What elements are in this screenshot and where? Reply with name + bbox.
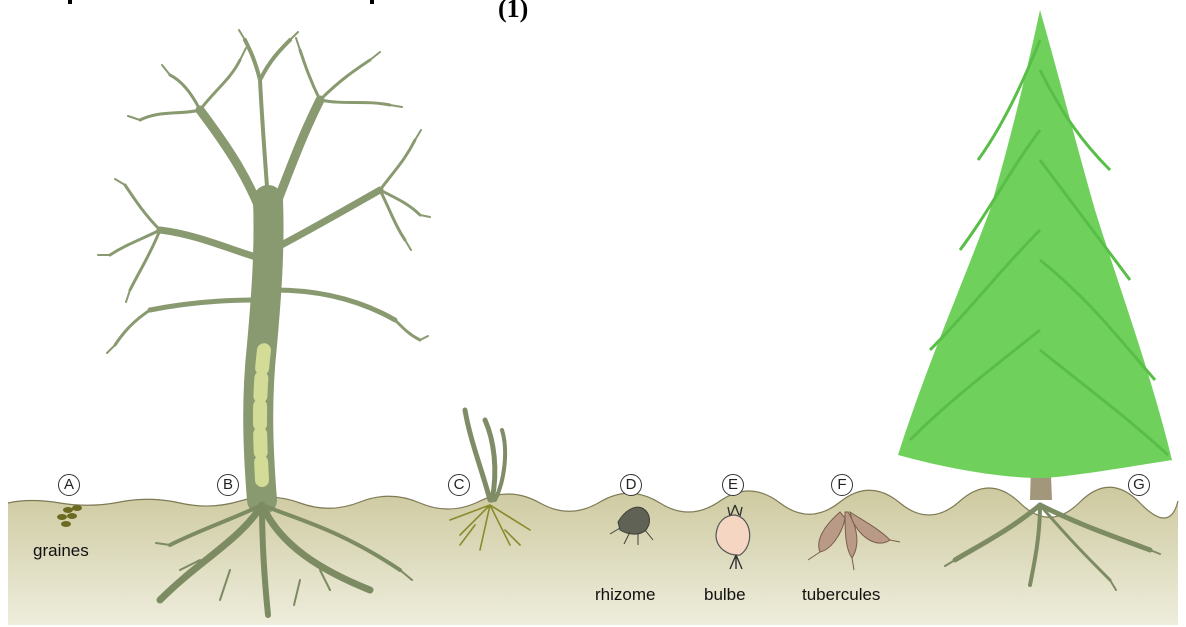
conifer-tree-icon [898, 10, 1172, 500]
deciduous-tree-icon [98, 30, 430, 500]
marker-b: B [217, 474, 239, 496]
caption-tubers: tubercules [802, 585, 880, 605]
caption-rhizome: rhizome [595, 585, 655, 605]
soil-layer [8, 487, 1178, 625]
marker-d: D [620, 474, 642, 496]
marker-f: F [831, 474, 853, 496]
caption-bulb: bulbe [704, 585, 746, 605]
marker-c: C [448, 474, 470, 496]
marker-g: G [1128, 474, 1150, 496]
marker-a: A [58, 474, 80, 496]
caption-seeds: graines [33, 541, 89, 561]
marker-e: E [722, 474, 744, 496]
